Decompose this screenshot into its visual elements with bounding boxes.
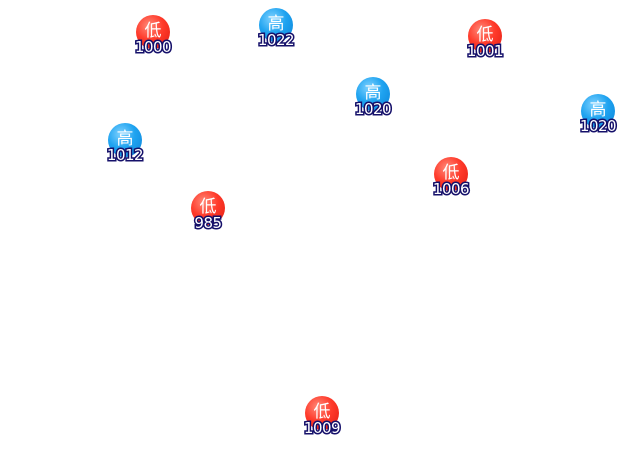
- high-pressure-badge: 高: [581, 94, 615, 128]
- low-pressure-badge: 低: [136, 15, 170, 49]
- high-pressure-badge: 高: [259, 8, 293, 42]
- low-pressure-badge: 低: [434, 157, 468, 191]
- pressure-marker-high[interactable]: 高 1020: [568, 94, 628, 144]
- pressure-marker-low[interactable]: 低 1006: [421, 157, 481, 207]
- pressure-value: 1000: [133, 37, 173, 58]
- pressure-map: 低 1000 高 1022 低 1001 高 1020 高 1020 高 101…: [95, 8, 619, 446]
- pressure-value: 1022: [256, 30, 296, 51]
- low-pressure-badge: 低: [305, 396, 339, 430]
- pressure-value: 1001: [465, 41, 505, 62]
- low-pressure-badge: 低: [191, 191, 225, 225]
- pressure-marker-low[interactable]: 低 985: [178, 191, 238, 241]
- pressure-marker-low[interactable]: 低 1009: [292, 396, 352, 446]
- pressure-value: 1020: [353, 99, 393, 120]
- pressure-marker-high[interactable]: 高 1022: [246, 8, 306, 58]
- pressure-value: 985: [193, 213, 224, 234]
- low-pressure-badge: 低: [468, 19, 502, 53]
- high-pressure-badge: 高: [108, 123, 142, 157]
- pressure-marker-low[interactable]: 低 1001: [455, 19, 515, 69]
- pressure-marker-high[interactable]: 高 1020: [343, 77, 403, 127]
- pressure-value: 1012: [105, 145, 145, 166]
- pressure-marker-high[interactable]: 高 1012: [95, 123, 155, 173]
- high-pressure-badge: 高: [356, 77, 390, 111]
- pressure-marker-low[interactable]: 低 1000: [123, 15, 183, 65]
- pressure-value: 1006: [431, 179, 471, 200]
- pressure-value: 1020: [578, 116, 618, 137]
- pressure-value: 1009: [302, 418, 342, 439]
